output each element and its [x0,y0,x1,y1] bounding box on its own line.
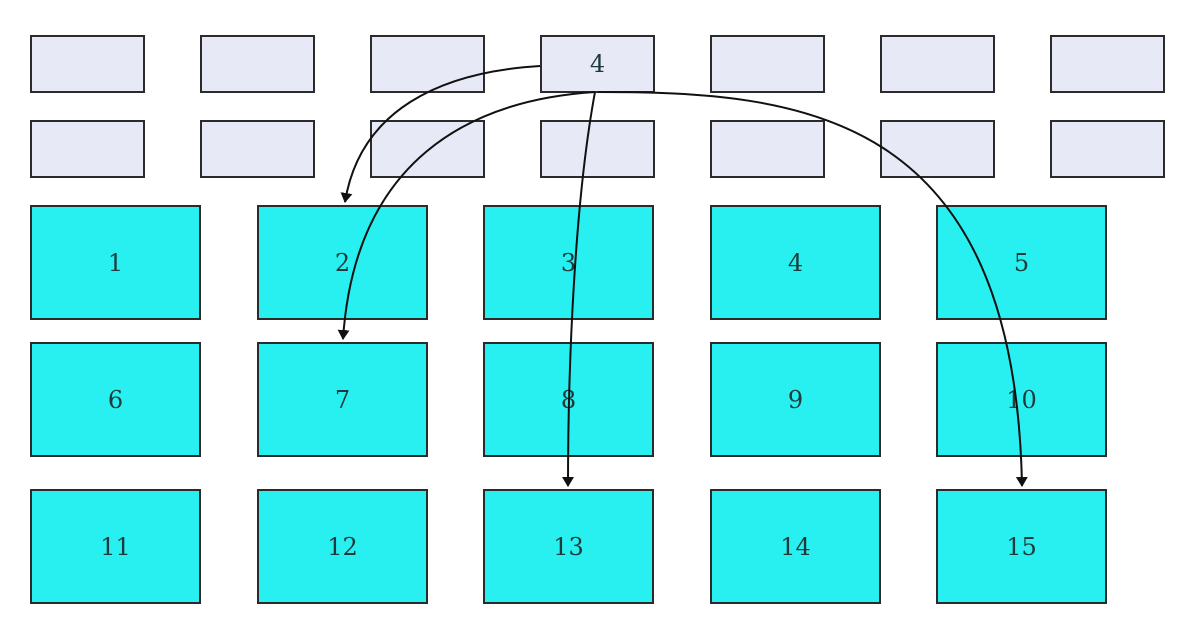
grid-node-12: 12 [257,489,428,604]
grid-node-4: 4 [710,205,881,320]
grid-node-5: 5 [936,205,1107,320]
second-node-1 [30,120,145,178]
grid-node-3: 3 [483,205,654,320]
grid-node-9: 9 [710,342,881,457]
grid-node-14: 14 [710,489,881,604]
second-node-2 [200,120,315,178]
grid-node-8: 8 [483,342,654,457]
grid-node-10: 10 [936,342,1107,457]
second-node-4 [540,120,655,178]
top-node-4: 4 [540,35,655,93]
second-node-5 [710,120,825,178]
grid-node-15: 15 [936,489,1107,604]
grid-node-6: 6 [30,342,201,457]
grid-node-13: 13 [483,489,654,604]
second-node-7 [1050,120,1165,178]
second-node-6 [880,120,995,178]
second-node-3 [370,120,485,178]
top-node-6 [880,35,995,93]
grid-node-2: 2 [257,205,428,320]
top-node-5 [710,35,825,93]
top-node-2 [200,35,315,93]
grid-node-7: 7 [257,342,428,457]
grid-node-11: 11 [30,489,201,604]
grid-node-1: 1 [30,205,201,320]
top-node-3 [370,35,485,93]
top-node-7 [1050,35,1165,93]
top-node-1 [30,35,145,93]
